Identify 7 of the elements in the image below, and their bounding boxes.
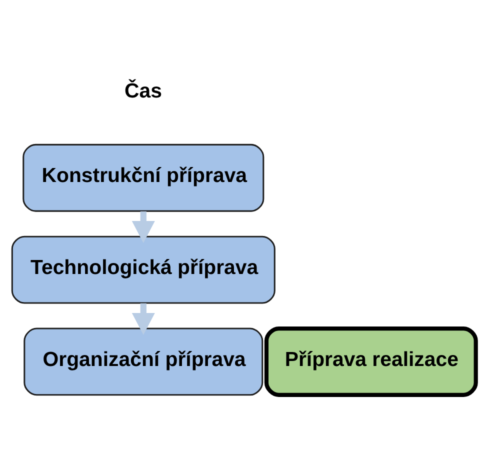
arrow (132, 303, 155, 335)
node-box: Příprava realizace (264, 326, 478, 397)
label: Čas (124, 80, 162, 103)
node-box: Technologická příprava (11, 236, 276, 304)
arrow (132, 211, 155, 243)
node-box: Organizační příprava (24, 328, 264, 396)
node-box: Konstrukční příprava (22, 144, 264, 212)
